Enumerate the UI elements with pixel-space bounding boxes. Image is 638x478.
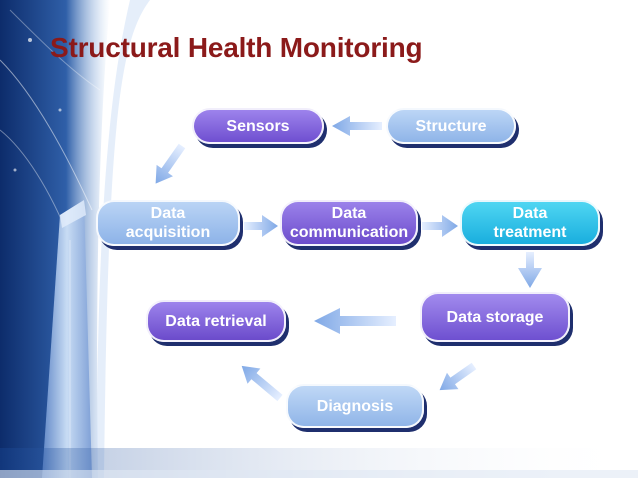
arrow-communication-to-treatment	[422, 215, 458, 237]
node-data-acquisition-label-line2: acquisition	[125, 224, 211, 241]
bottom-strip	[0, 470, 638, 478]
node-data-treatment-label-line1: Data	[512, 205, 548, 222]
arrow-diagnosis-to-retrieval	[241, 365, 283, 402]
node-data-acquisition: Data acquisition	[96, 200, 240, 246]
node-data-storage-label: Data storage	[446, 308, 544, 326]
arrow-storage-to-diagnosis	[439, 362, 477, 391]
star-dot	[28, 38, 32, 42]
node-data-communication: Data communication	[280, 200, 418, 246]
node-data-treatment-label-line2: treatment	[493, 224, 567, 241]
node-data-treatment: Data treatment	[460, 200, 600, 246]
node-data-acquisition-label-line1: Data	[150, 205, 186, 222]
node-diagnosis: Diagnosis	[286, 384, 424, 428]
panel-curve	[0, 0, 150, 478]
streak-line	[9, 9, 101, 91]
node-data-storage: Data storage	[420, 292, 570, 342]
node-diagnosis-label: Diagnosis	[316, 397, 394, 415]
arrow-sensors-to-acquisition	[155, 143, 186, 184]
node-sensors: Sensors	[192, 108, 324, 144]
streak-line	[0, 59, 93, 211]
star-dot	[58, 108, 62, 112]
slide-title: Structural Health Monitoring	[50, 32, 423, 63]
arrow-acquisition-to-communication	[244, 215, 278, 237]
skyscraper-top	[60, 200, 86, 228]
node-sensors-label: Sensors	[226, 117, 290, 135]
node-data-retrieval-label: Data retrieval	[165, 312, 267, 330]
node-structure-label: Structure	[415, 117, 487, 135]
arrow-structure-to-sensors	[332, 116, 382, 136]
node-data-communication-label-line1: Data	[331, 205, 367, 222]
star-dot	[13, 168, 17, 172]
skyscraper-shape	[42, 200, 92, 478]
node-data-communication-label-line2: communication	[289, 224, 409, 241]
arrow-treatment-to-storage	[518, 252, 542, 288]
node-structure: Structure	[386, 108, 516, 144]
node-data-retrieval: Data retrieval	[146, 300, 286, 342]
arrow-storage-to-retrieval	[314, 308, 396, 334]
